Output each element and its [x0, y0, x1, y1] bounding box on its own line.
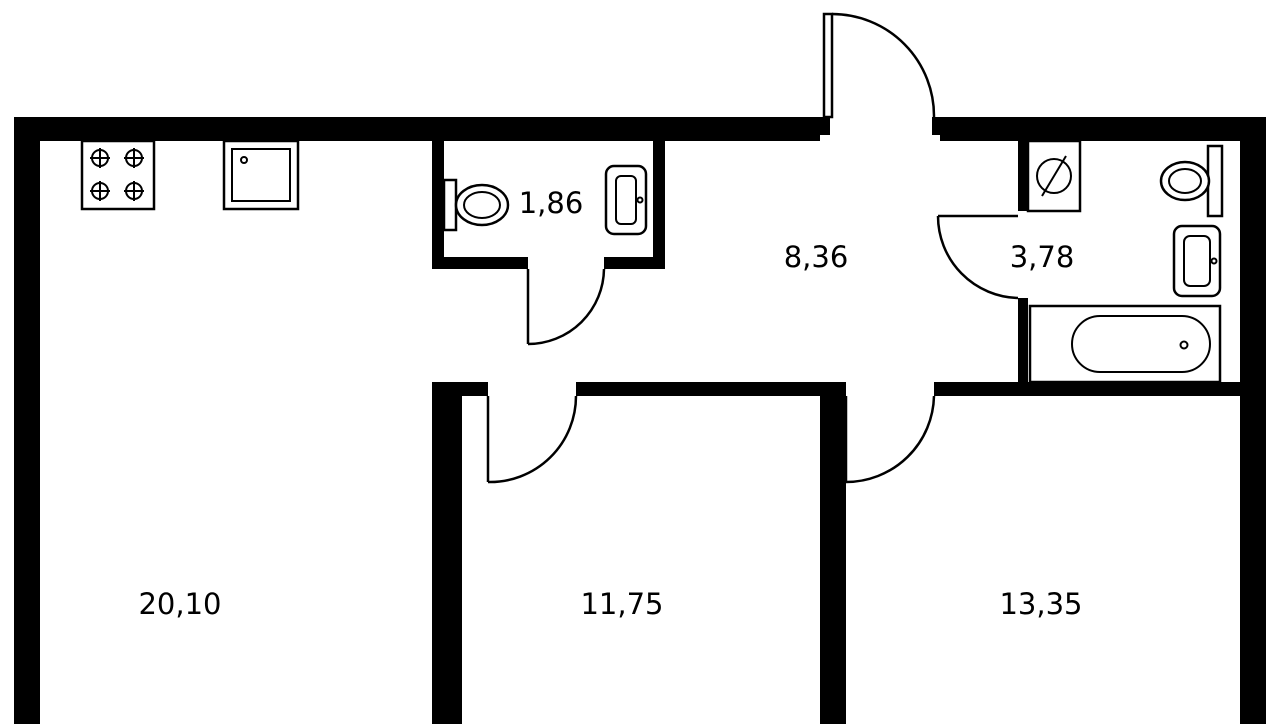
- bathtub-icon: [1028, 304, 1222, 384]
- wc-area: 1,86: [519, 186, 584, 220]
- top-wall-right: [940, 117, 1266, 141]
- wc-right-wall: [653, 141, 665, 269]
- wc-toilet-icon: [442, 178, 510, 232]
- bath-left-wall-top: [1018, 141, 1028, 211]
- entrance-jamb-right: [932, 117, 942, 135]
- wc-door-swing: [527, 268, 606, 346]
- bathroom-door[interactable]: [936, 214, 1019, 300]
- kitchen-living-area: 20,10: [138, 587, 221, 621]
- wall-bedroom1-bedroom2: [820, 382, 846, 724]
- entrance-door-leaf: [822, 12, 834, 119]
- bedroom1-door-swing: [487, 395, 578, 484]
- bath-door-swing: [936, 215, 1019, 300]
- entrance-door-swing: [831, 12, 936, 118]
- exterior-walls: [14, 117, 1266, 724]
- doors: [486, 12, 1019, 484]
- wc-sink-icon: [604, 164, 648, 236]
- right-wall: [1240, 117, 1266, 724]
- wc-door[interactable]: [526, 268, 606, 346]
- top-wall-left: [14, 117, 820, 141]
- entrance-door[interactable]: [822, 12, 936, 119]
- bedroom-top-wall-c: [934, 382, 1240, 396]
- bedroom-1-door[interactable]: [486, 395, 578, 484]
- bedroom-1-area: 11,75: [580, 587, 663, 621]
- bath-left-wall-bottom: [1018, 298, 1028, 388]
- bedroom-top-wall-b: [576, 382, 840, 396]
- bath-sink-icon: [1172, 224, 1222, 298]
- wc-bottom-wall-right: [604, 257, 665, 269]
- bedroom-2-area: 13,35: [999, 587, 1082, 621]
- fixtures: [80, 139, 1224, 384]
- bedroom-2-door[interactable]: [844, 395, 936, 484]
- bedroom2-door-swing: [845, 395, 936, 484]
- kitchen-sink-icon: [222, 139, 300, 211]
- washing-machine-icon: [1026, 139, 1082, 213]
- stove-icon: [80, 139, 156, 211]
- bath-toilet-icon: [1159, 144, 1224, 218]
- hall-area: 8,36: [784, 240, 849, 274]
- interior-walls: [432, 141, 1240, 724]
- bathroom-area: 3,78: [1010, 240, 1075, 274]
- wc-left-wall: [432, 141, 444, 269]
- entrance-jamb-left: [820, 117, 830, 135]
- wall-kitchen-bedroom1: [432, 382, 462, 724]
- area-labels: 20,10 1,86 8,36 3,78 11,75 13,35: [138, 186, 1082, 621]
- wc-bottom-wall-left: [432, 257, 528, 269]
- left-wall: [14, 117, 40, 724]
